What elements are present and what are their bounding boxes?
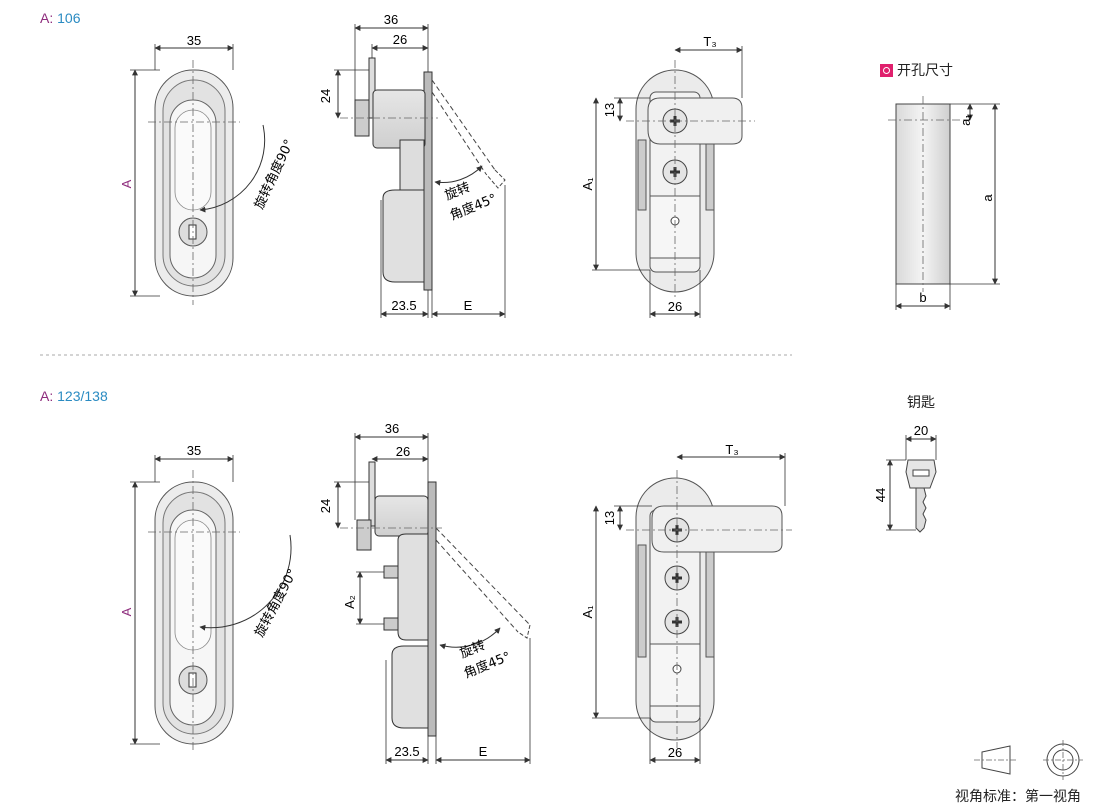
dim-front-height: A [119,607,134,616]
dim-back-13: 13 [602,103,617,117]
cutout-title: 开孔尺寸 [880,60,953,80]
dim-side-23-5: 23.5 [394,744,419,759]
dim-side-24: 24 [318,499,333,513]
rotation-90-label: 旋转角度90° [251,137,297,212]
dim-back-26: 26 [668,745,682,760]
dim-side-36: 36 [385,421,399,436]
back-view-bottom: T₃ 13 A₁ 26 [580,442,792,764]
back-view-top: T₃ 13 A₁ 26 [580,34,755,318]
key-drawing: 20 44 [873,423,937,533]
cutout-marker-icon [880,63,893,77]
dim-side-23-5: 23.5 [391,298,416,313]
key-title: 钥匙 [907,395,935,411]
dim-back-A1: A₁ [580,177,595,191]
dim-side-26: 26 [396,444,410,459]
dim-cutout-b: b [919,290,926,305]
front-view-bottom: 35 A 旋转角度90° [119,443,301,752]
side-view-top: 36 26 24 23.5 E 旋转 角度45° [318,12,506,318]
dim-back-T3: T₃ [703,34,716,49]
dim-back-26: 26 [668,299,682,314]
dim-cutout-a: a [980,194,995,202]
section-value: 123/138 [57,388,108,404]
rotation-90-label: 旋转角度90° [251,566,300,640]
section-title-bottom: A: 123/138 [40,388,108,404]
dim-front-width: 35 [187,33,201,48]
cutout-title-text: 开孔尺寸 [897,63,953,79]
dim-side-E: E [464,298,473,313]
dim-side-36: 36 [384,12,398,27]
dim-side-26: 26 [393,32,407,47]
dim-side-A2: A₂ [342,595,357,609]
front-view-top: 35 A 旋转角度90° [119,33,297,305]
dim-back-13: 13 [602,511,617,525]
first-angle-projection-icon [974,740,1083,780]
dim-front-height: A [119,179,134,188]
dim-key-width: 20 [914,423,928,438]
dim-key-height: 44 [873,488,888,502]
dim-side-E: E [479,744,488,759]
section-label: A: [40,388,54,404]
rotation-45-line1: 旋转 [443,180,473,204]
view-standard-label: 视角标准：第一视角 [955,789,1081,805]
cutout-drawing: a a₁ b [888,96,1000,310]
dim-side-24: 24 [318,89,333,103]
dim-front-width: 35 [187,443,201,458]
side-view-bottom: 36 26 24 A₂ 23.5 E 旋转 角度45° [318,421,531,764]
dim-cutout-a1: a₁ [958,114,973,126]
section-label: A: [40,10,54,26]
section-value: 106 [57,10,81,26]
section-title-top: A: 106 [40,10,80,26]
dim-back-T3: T₃ [725,442,738,457]
dim-back-A1: A₁ [580,605,595,619]
